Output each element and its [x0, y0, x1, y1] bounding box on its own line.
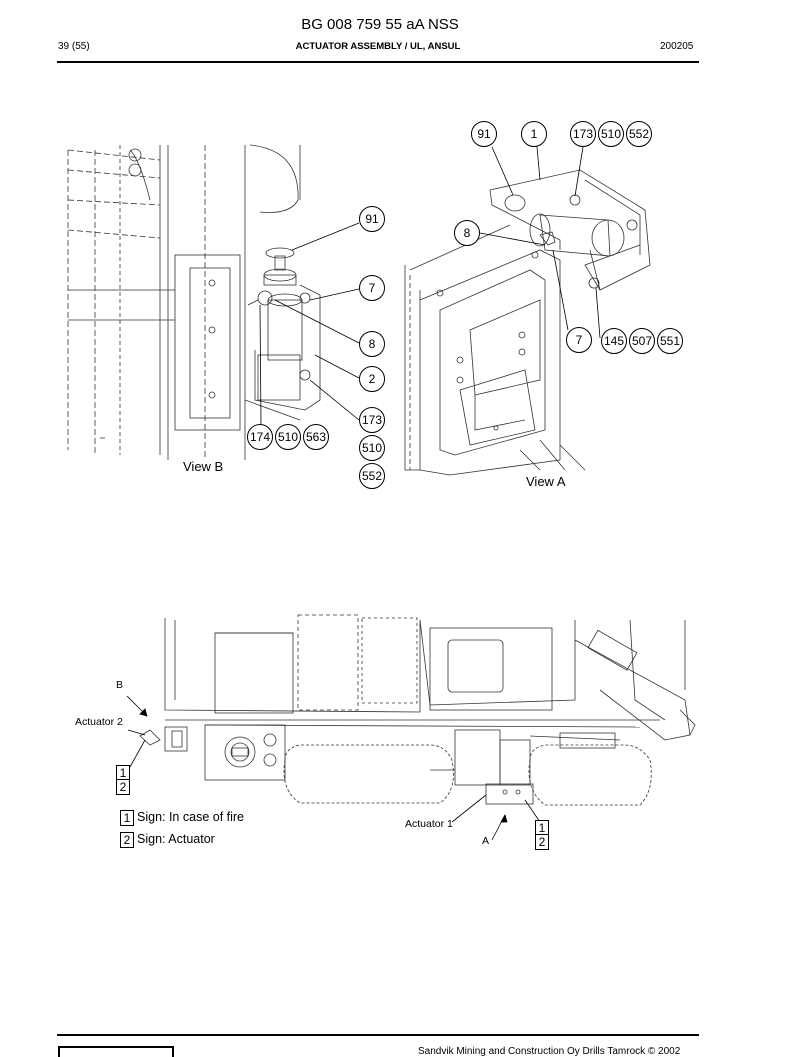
callout-510-b: 510: [359, 435, 385, 461]
view-a-label: View A: [526, 474, 566, 489]
document-date: 200205: [660, 41, 694, 52]
callout-507-a: 507: [629, 328, 655, 354]
page-number: 39 (55): [58, 41, 90, 52]
sign-2-box-right: 2: [535, 834, 549, 850]
callout-91-b: 91: [359, 206, 385, 232]
callout-91-a: 91: [471, 121, 497, 147]
callout-7-a: 7: [566, 327, 592, 353]
section-title: ACTUATOR ASSEMBLY / UL, ANSUL: [295, 41, 461, 52]
view-b-drawing: [67, 144, 321, 460]
overview-leaders: [126, 695, 541, 841]
actuator-2-label: Actuator 2: [75, 716, 123, 728]
callout-551-a: 551: [657, 328, 683, 354]
sign-2-box-left: 2: [116, 779, 130, 795]
callout-173-a: 173: [570, 121, 596, 147]
callout-173-b: 173: [359, 407, 385, 433]
pointer-b-label: B: [116, 679, 124, 691]
callout-510-b2: 510: [275, 424, 301, 450]
legend-num-1: 1: [120, 810, 134, 826]
sandvik-logo: [58, 1046, 174, 1057]
footer-copyright: Sandvik Mining and Construction Oy Drill…: [418, 1046, 681, 1057]
callout-8-b: 8: [359, 331, 385, 357]
view-a-drawing: [404, 169, 651, 476]
legend-text-2: Sign: Actuator: [137, 832, 215, 846]
callout-8-a: 8: [454, 220, 480, 246]
callout-174-b: 174: [247, 424, 273, 450]
header-rule: [57, 61, 699, 63]
legend-text-1: Sign: In case of fire: [137, 810, 245, 824]
document-title: BG 008 759 55 aA NSS: [301, 16, 459, 33]
callout-552-a: 552: [626, 121, 652, 147]
legend-num-2: 2: [120, 832, 134, 848]
actuator-1-label: Actuator 1: [405, 818, 453, 830]
view-a-leaders: [479, 146, 601, 339]
callout-1-a: 1: [521, 121, 547, 147]
view-b-label: View B: [183, 459, 224, 474]
pointer-a-label: A: [482, 835, 490, 847]
callout-7-b: 7: [359, 275, 385, 301]
overview-drawing: [139, 614, 696, 806]
callout-552-b: 552: [359, 463, 385, 489]
callout-563-b: 563: [303, 424, 329, 450]
footer-rule: [57, 1034, 699, 1036]
view-b-leaders: [259, 222, 360, 425]
sign-1-box-left: 1: [116, 765, 130, 781]
callout-2-b: 2: [359, 366, 385, 392]
callout-145-a: 145: [601, 328, 627, 354]
callout-510-a: 510: [598, 121, 624, 147]
